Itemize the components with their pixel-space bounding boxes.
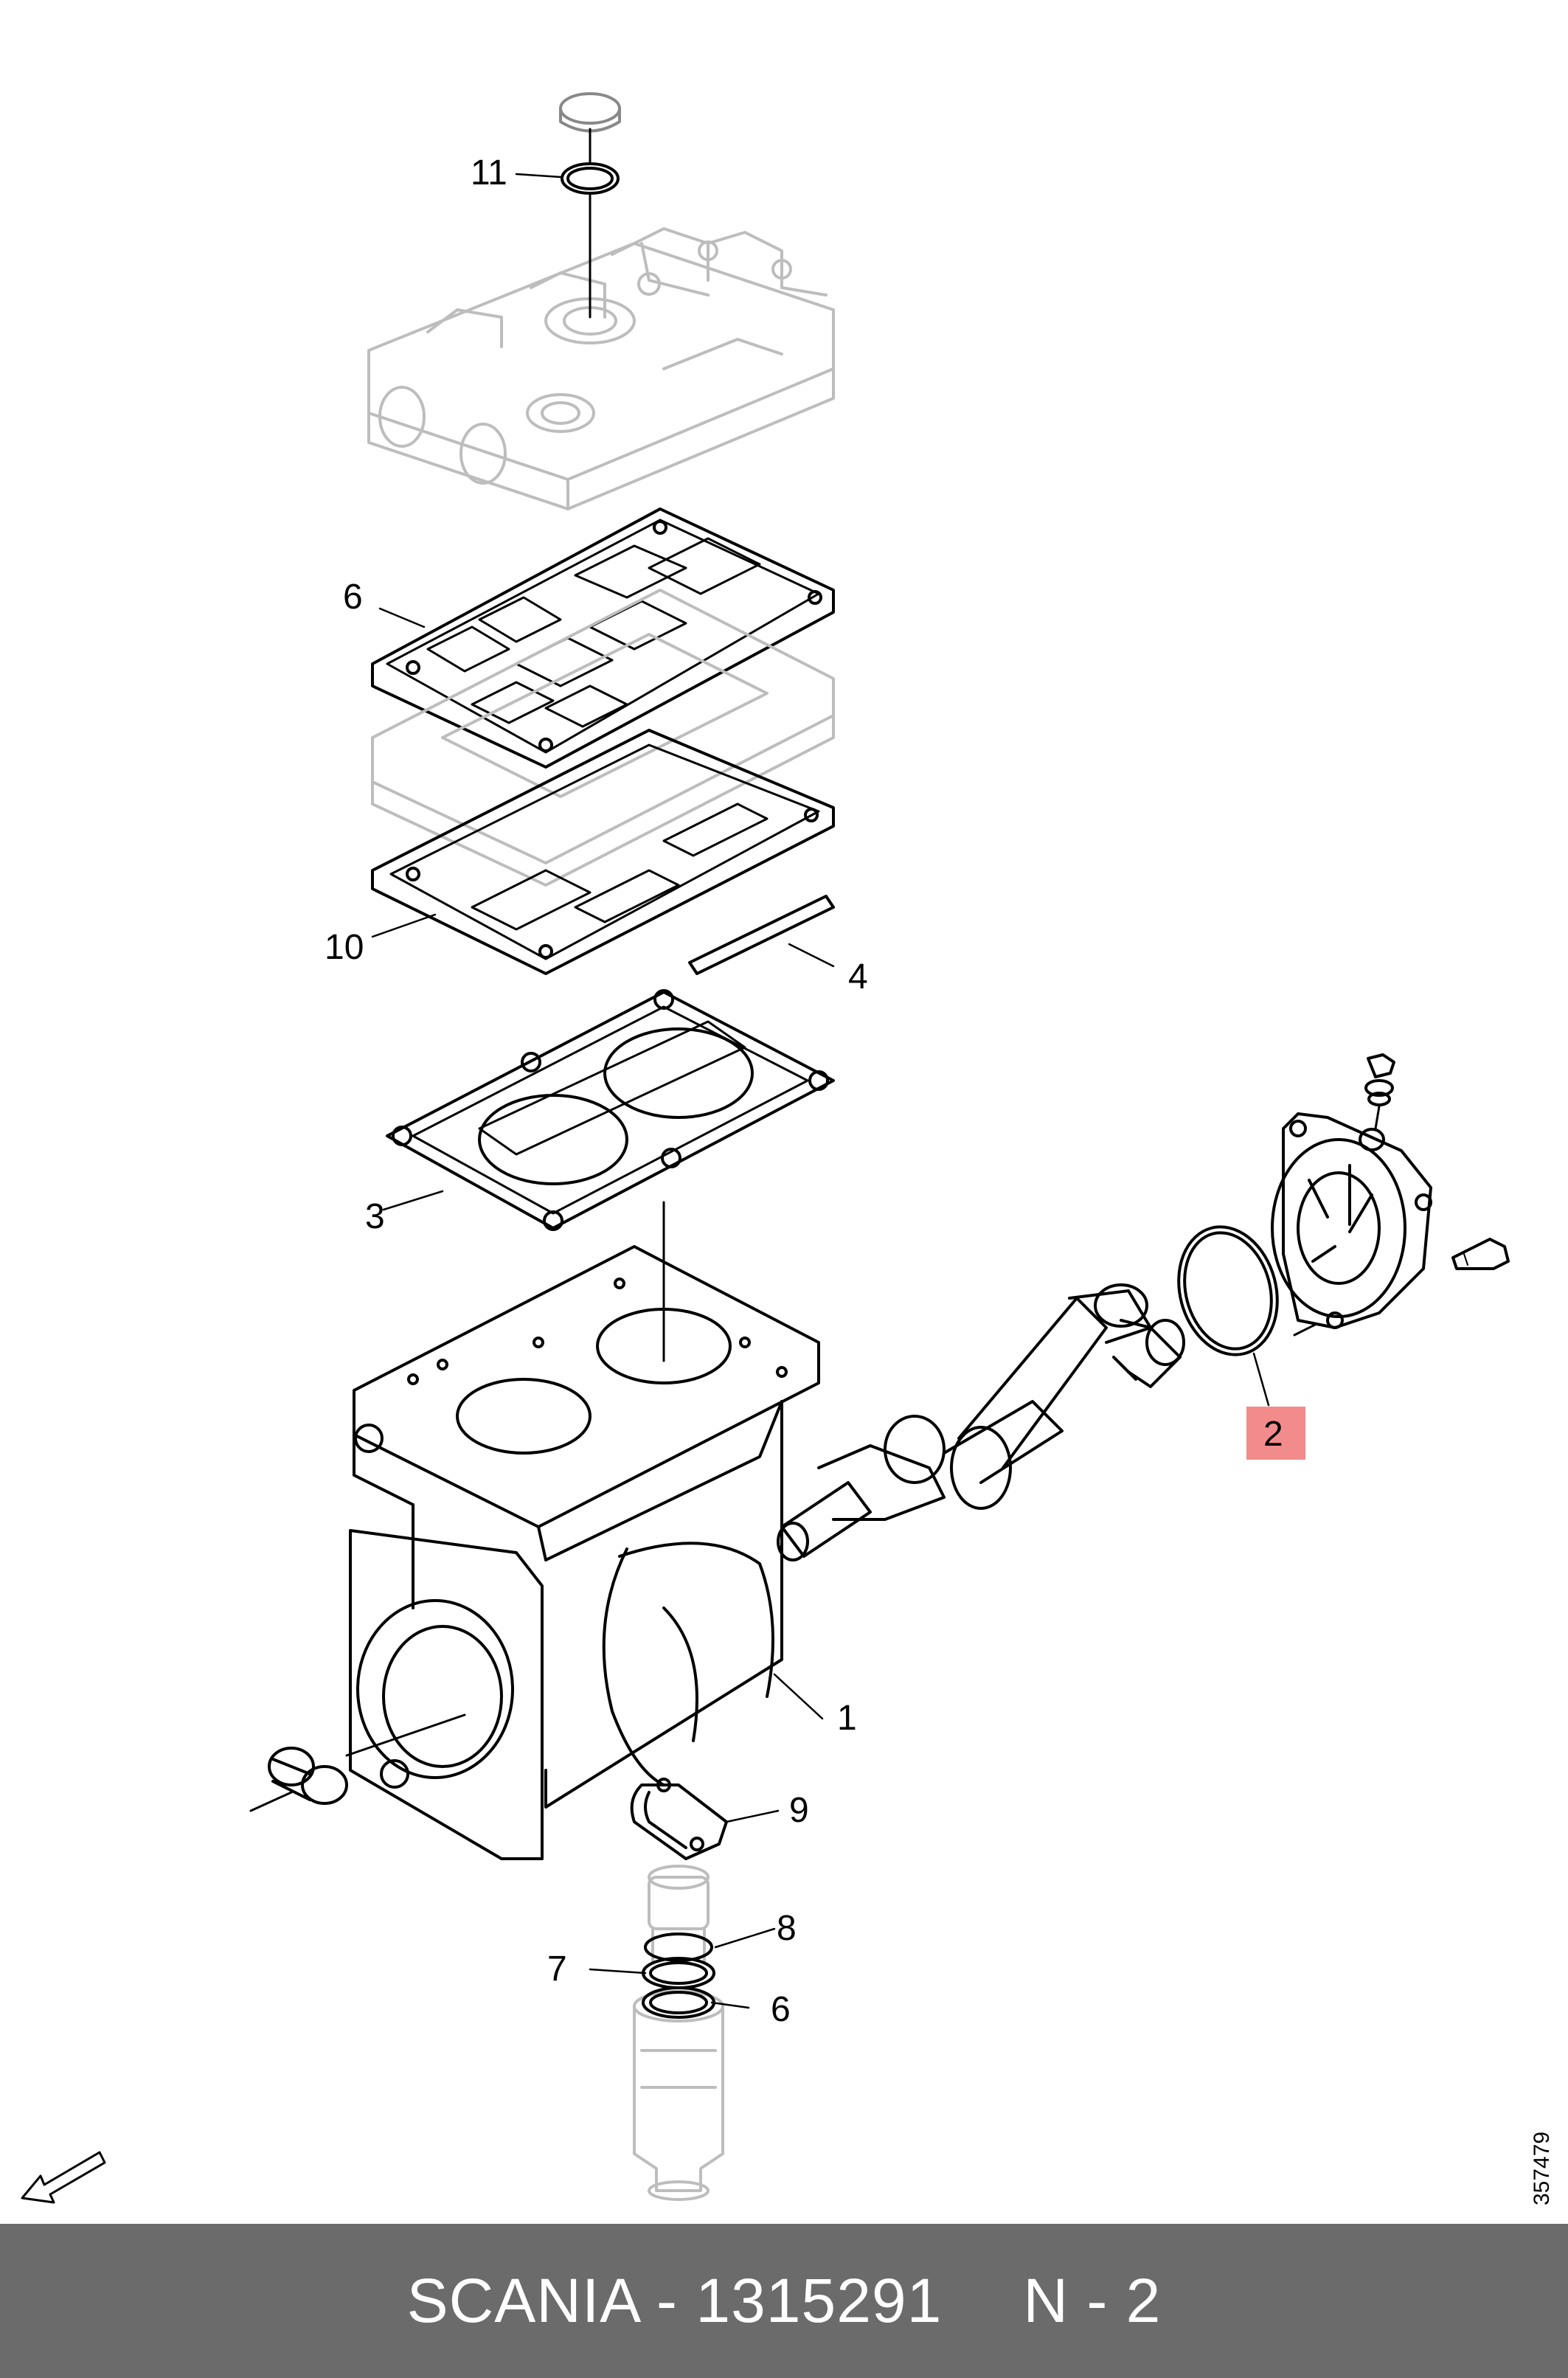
valve-assembly (633, 1865, 724, 2201)
top-gasket-6 (371, 507, 835, 769)
leader-lines (371, 173, 1270, 2009)
callout-4: 4 (848, 957, 868, 996)
callout-3: 3 (365, 1197, 385, 1236)
clip-9 (630, 1778, 728, 1860)
cylinder-head-ghost (367, 227, 835, 510)
callout-7: 7 (547, 1949, 567, 1989)
side-bolt (1451, 1238, 1510, 1270)
callout-8: 8 (777, 1909, 797, 1948)
footer-position: N - 2 (1023, 2266, 1162, 2335)
top-bolt-washers (1359, 1053, 1395, 1151)
footer-brand-part: SCANIA - 1315291 (406, 2266, 943, 2335)
drive-shaft (777, 1283, 1185, 1561)
end-cover (1271, 1112, 1432, 1329)
callout-10: 10 (325, 928, 364, 967)
callout-9: 9 (789, 1791, 809, 1830)
strip-4 (688, 895, 835, 975)
callout-11: 11 (471, 153, 507, 193)
footer-bar: SCANIA - 1315291 N - 2 (0, 2224, 1568, 2378)
intermediate-plate-ghost (371, 589, 835, 887)
bushing (249, 1713, 466, 1812)
callout-6-top: 6 (343, 578, 363, 617)
callout-1: 1 (837, 1699, 857, 1738)
oring-2 (1177, 1225, 1279, 1356)
drawing-number: 357479 (1530, 2132, 1554, 2205)
gasket-10 (371, 729, 835, 975)
callout-labels: 11 6 10 4 3 2 1 9 8 7 6 357479 (325, 153, 1554, 2205)
callout-2: 2 (1263, 1415, 1283, 1454)
gasket-3 (386, 989, 835, 1231)
orientation-arrow-icon (21, 2151, 106, 2204)
plug-oring-11 (559, 92, 621, 319)
crankcase-1 (349, 1245, 820, 1860)
callout-6-bottom: 6 (771, 1990, 791, 2029)
callout-2-highlight (1246, 1407, 1305, 1460)
exploded-parts-diagram: 11 6 10 4 3 2 1 9 8 7 6 357479 (21, 92, 1554, 2205)
